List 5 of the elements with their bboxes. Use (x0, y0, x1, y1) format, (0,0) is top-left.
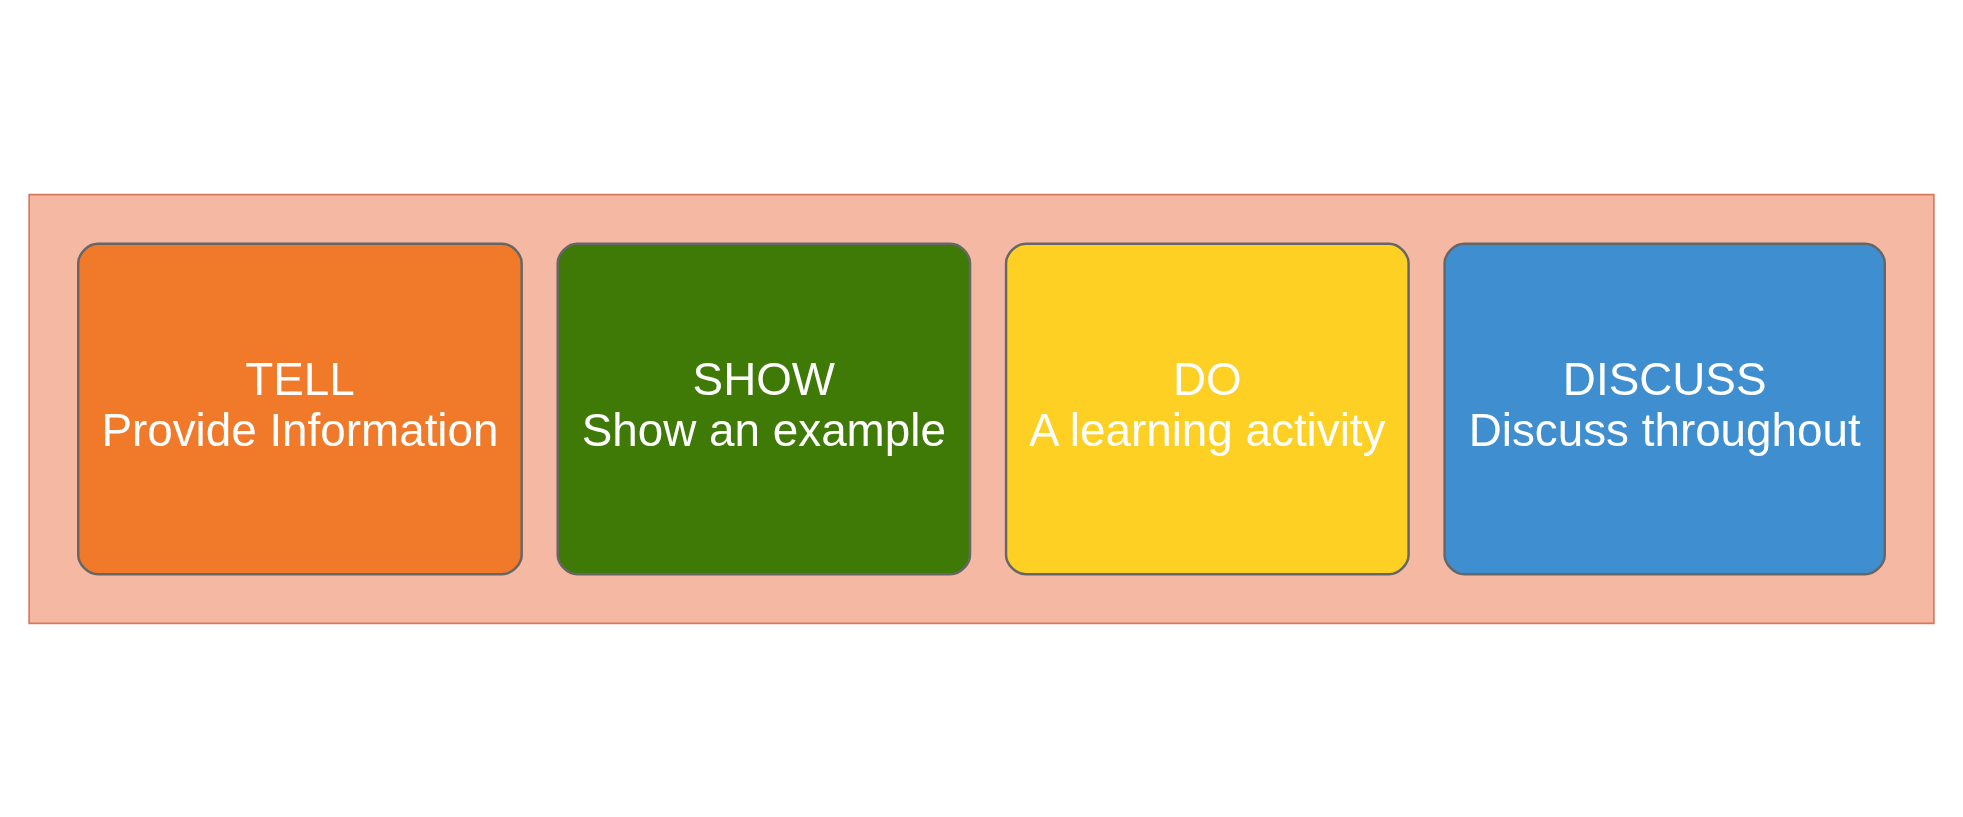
node-box: DO A learning activity (1004, 242, 1410, 575)
node-box: TELL Provide Information (77, 242, 523, 575)
node-box: SHOW Show an example (556, 242, 972, 575)
node-box: DISCUSS Discuss throughout (1443, 242, 1886, 575)
cluster (28, 193, 1935, 624)
